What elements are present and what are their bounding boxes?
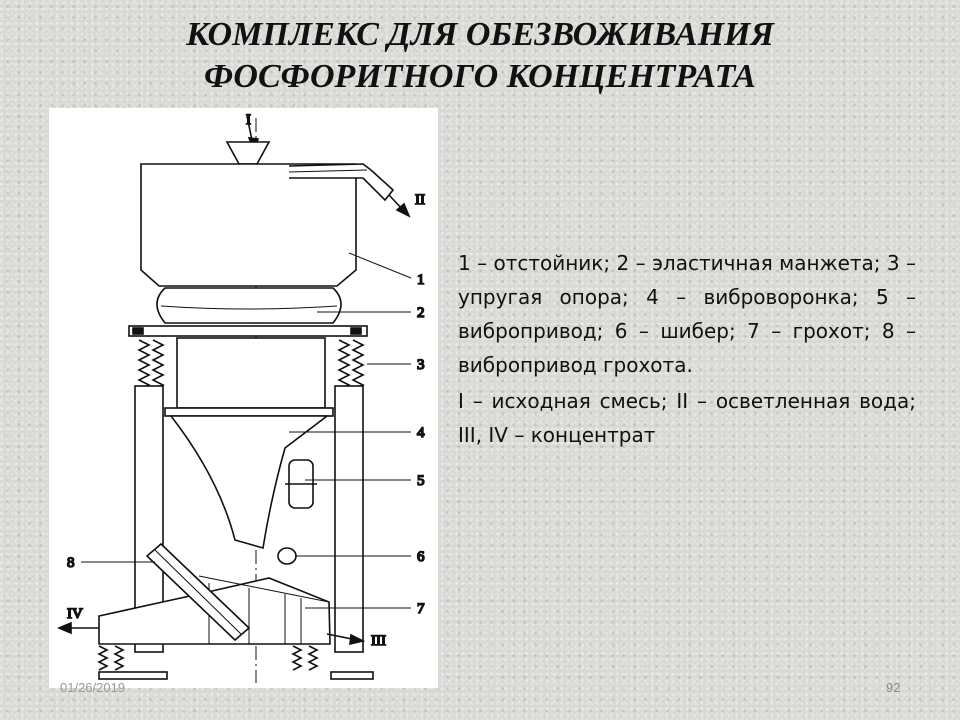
technical-drawing: I II [56,111,426,683]
legend-streams: I – исходная смесь; II – осветленная вод… [458,389,916,447]
stream-label-i: I [246,112,251,128]
funnel-neck [176,337,326,409]
feed-chute [225,141,271,165]
clarified-arrow-head [395,202,411,218]
slide-title: КОМПЛЕКС ДЛЯ ОБЕЗВОЖИВАНИЯ ФОСФОРИТНОГО … [0,14,960,98]
stream-label-iv: IV [67,606,83,622]
base-foot-left [98,671,168,680]
callout-7: 7 [417,601,425,617]
support-plate [128,325,368,337]
concentrate-left-arrow-head [56,621,72,635]
base-spring-left [97,645,125,671]
overflow-pipe-inner [288,169,368,173]
footer-date: 01/26/2019 [60,680,126,695]
elastic-cuff [156,287,342,324]
callout-3: 3 [417,357,425,373]
dewatering-complex-drawing: I II [49,108,438,688]
callout-8: 8 [67,555,75,571]
screen-vibro-drive-axis [154,549,242,635]
settling-tank [140,163,357,287]
plate-bolt-left [132,327,144,335]
legend-components: 1 – отстойник; 2 – эластичная манжета; 3… [458,251,916,377]
overflow-pipe [288,163,395,202]
frame-leg-right [334,385,364,653]
vibrating-funnel [169,415,330,550]
plate-bolt-right [350,327,362,335]
callout-4: 4 [417,425,425,441]
elastic-cuff-seam [160,305,338,310]
stream-label-iii: III [371,633,386,649]
funnel-flange [164,407,334,417]
concentrate-right-arrow-head [349,633,366,646]
callout-leaders [81,252,412,609]
callout-1: 1 [417,272,425,288]
stream-label-ii: II [415,192,425,208]
callout-6: 6 [417,549,425,565]
gate-valve [277,547,297,565]
title-line-2: ФОСФОРИТНОГО КОНЦЕНТРАТА [204,58,756,95]
screen-top-edge [198,575,330,603]
page-number: 92 [886,680,901,695]
base-foot-right [330,671,374,680]
callout-5: 5 [417,473,425,489]
base-spring-right [291,645,319,671]
title-line-1: КОМПЛЕКС ДЛЯ ОБЕЗВОЖИВАНИЯ [186,16,774,53]
callout-2: 2 [417,305,425,321]
legend-text: 1 – отстойник; 2 – эластичная манжета; 3… [458,246,916,454]
